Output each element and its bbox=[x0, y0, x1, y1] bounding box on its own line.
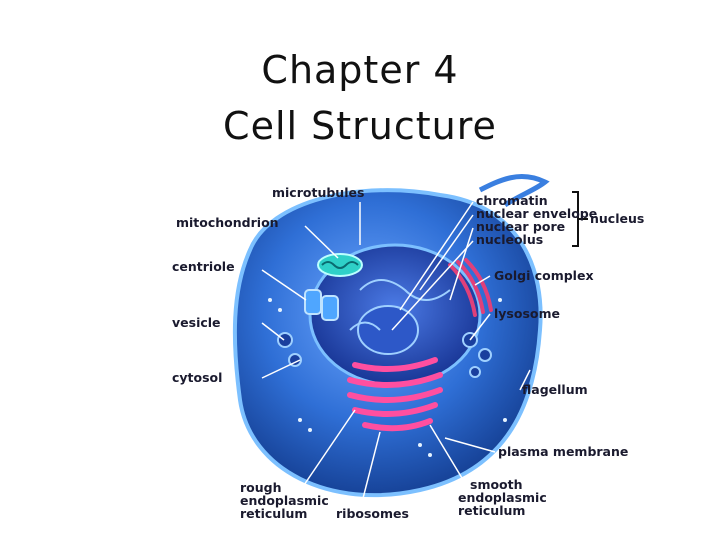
label-vesicle: vesicle bbox=[172, 315, 221, 330]
label-smooth-er-3: reticulum bbox=[458, 503, 525, 518]
diagram-labels: microtubules mitochondrion centriole ves… bbox=[172, 185, 644, 521]
label-cytosol: cytosol bbox=[172, 370, 222, 385]
label-centriole: centriole bbox=[172, 259, 235, 274]
slide-title-line-1: Chapter 4 bbox=[261, 48, 459, 92]
label-nuclear-envelope: nuclear envelope bbox=[476, 206, 597, 221]
label-mitochondrion: mitochondrion bbox=[176, 215, 279, 230]
nucleus-bracket bbox=[572, 191, 588, 247]
ribosome-dots bbox=[268, 298, 507, 457]
label-smooth-er-1: smooth bbox=[470, 477, 523, 492]
label-rough-er-3: reticulum bbox=[240, 506, 307, 521]
label-microtubules: microtubules bbox=[272, 185, 364, 200]
label-flagellum: flagellum bbox=[522, 382, 588, 397]
label-golgi-complex: Golgi complex bbox=[494, 268, 594, 283]
rough-er-shape bbox=[347, 357, 443, 432]
mitochondrion-shape bbox=[317, 253, 363, 277]
label-rough-er-2: endoplasmic bbox=[240, 493, 329, 508]
label-ribosomes: ribosomes bbox=[336, 506, 409, 521]
centriole-shape bbox=[304, 289, 339, 321]
leader-lines bbox=[261, 201, 531, 511]
label-rough-er-1: rough bbox=[240, 480, 282, 495]
label-nucleolus: nucleolus bbox=[476, 232, 543, 247]
label-nucleus: nucleus bbox=[590, 211, 644, 226]
label-chromatin: chromatin bbox=[476, 193, 548, 208]
label-lysosome: lysosome bbox=[494, 306, 560, 321]
label-plasma-membrane: plasma membrane bbox=[498, 444, 628, 459]
label-smooth-er-2: endoplasmic bbox=[458, 490, 547, 505]
flagellum-shape bbox=[478, 174, 550, 208]
slide-title-line-2: Cell Structure bbox=[223, 104, 497, 148]
label-nuclear-pore: nuclear pore bbox=[476, 219, 565, 234]
